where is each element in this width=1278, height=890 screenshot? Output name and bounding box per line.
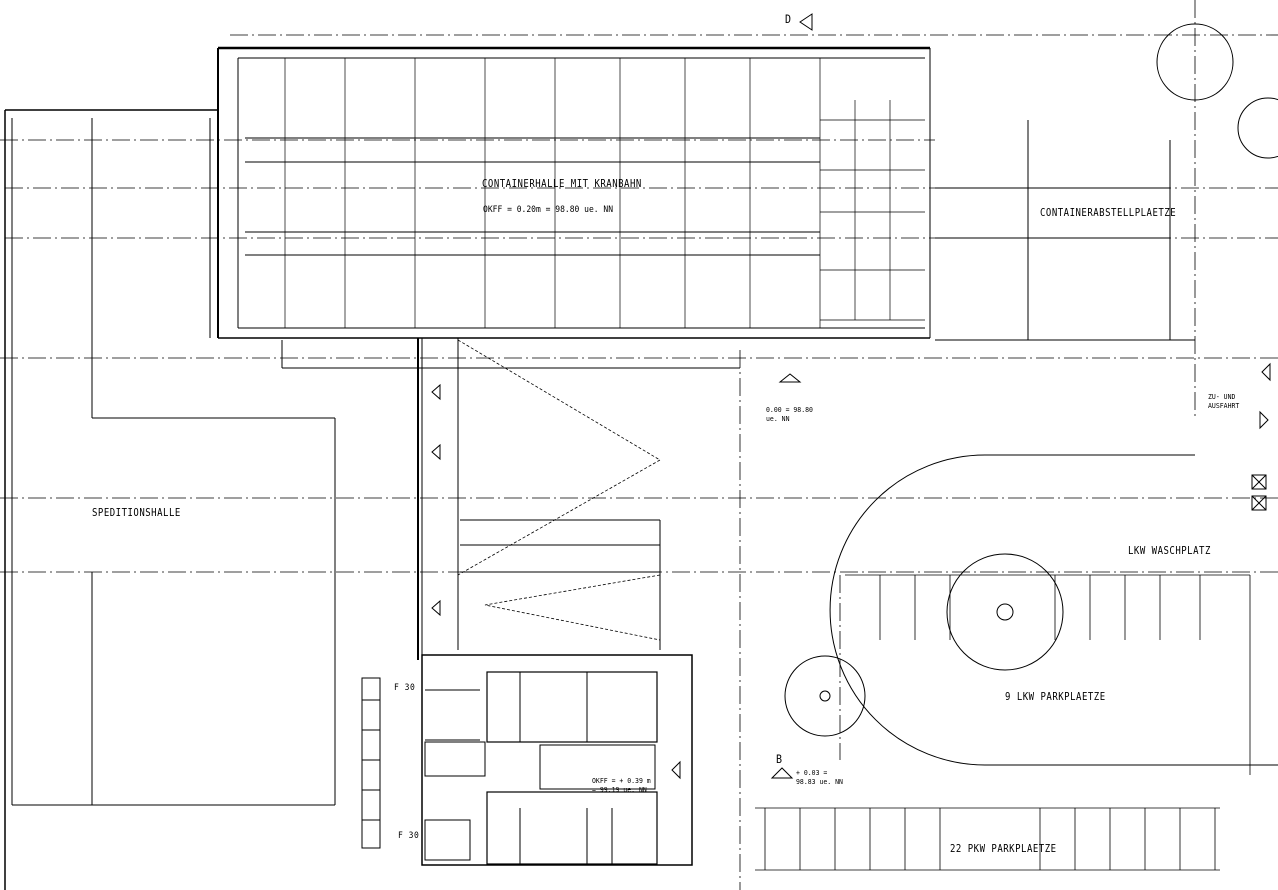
section-marker-b: [770, 767, 794, 779]
ramp-markers: [431, 383, 681, 780]
entry-exit-label: ZU- UND AUSFAHRT: [1208, 392, 1240, 411]
fire-rating-top-label: F 30: [394, 682, 416, 693]
hall-column-grid: [284, 58, 925, 328]
car-parking-label: 22 PKW PARKPLAETZE: [950, 844, 1057, 856]
spedition-hall-outline: [4, 109, 336, 890]
level-main-label: 0.00 = 98.80 ue. NN: [766, 405, 813, 424]
car-parking-stalls: [755, 807, 1220, 871]
truck-parking-stalls: [845, 574, 1251, 775]
container-parking-label: CONTAINERABSTELLPLAETZE: [1040, 208, 1177, 220]
spedition-hall-label: SPEDITIONSHALLE: [92, 508, 181, 520]
section-marker-b-label: B: [776, 754, 783, 767]
container-parking-lines: [935, 120, 1195, 341]
truck-wash-label: LKW WASCHPLATZ: [1128, 546, 1211, 558]
container-hall-label: CONTAINERHALLE MIT KRANBAHN: [482, 179, 642, 191]
section-marker-d-label: D: [785, 14, 792, 27]
office-building-outline: [361, 654, 693, 866]
level-b-label: + 0.03 = 98.83 ue. NN: [796, 768, 843, 787]
container-hall-outline: [217, 46, 931, 339]
level-office-label: OKFF = + 0.39 m = 99.19 ue. NN: [592, 776, 651, 795]
level-marker-main: [778, 373, 802, 383]
central-access-strip: [281, 338, 740, 660]
entry-arrows: [1251, 362, 1271, 511]
fire-rating-bottom-label: F 30: [398, 830, 420, 841]
truck-turning-circles: [784, 23, 1278, 766]
section-marker-d: [799, 13, 813, 31]
truck-parking-label: 9 LKW PARKPLAETZE: [1005, 692, 1106, 704]
container-hall-okff-label: OKFF = 0.20m = 98.80 ue. NN: [483, 204, 614, 215]
